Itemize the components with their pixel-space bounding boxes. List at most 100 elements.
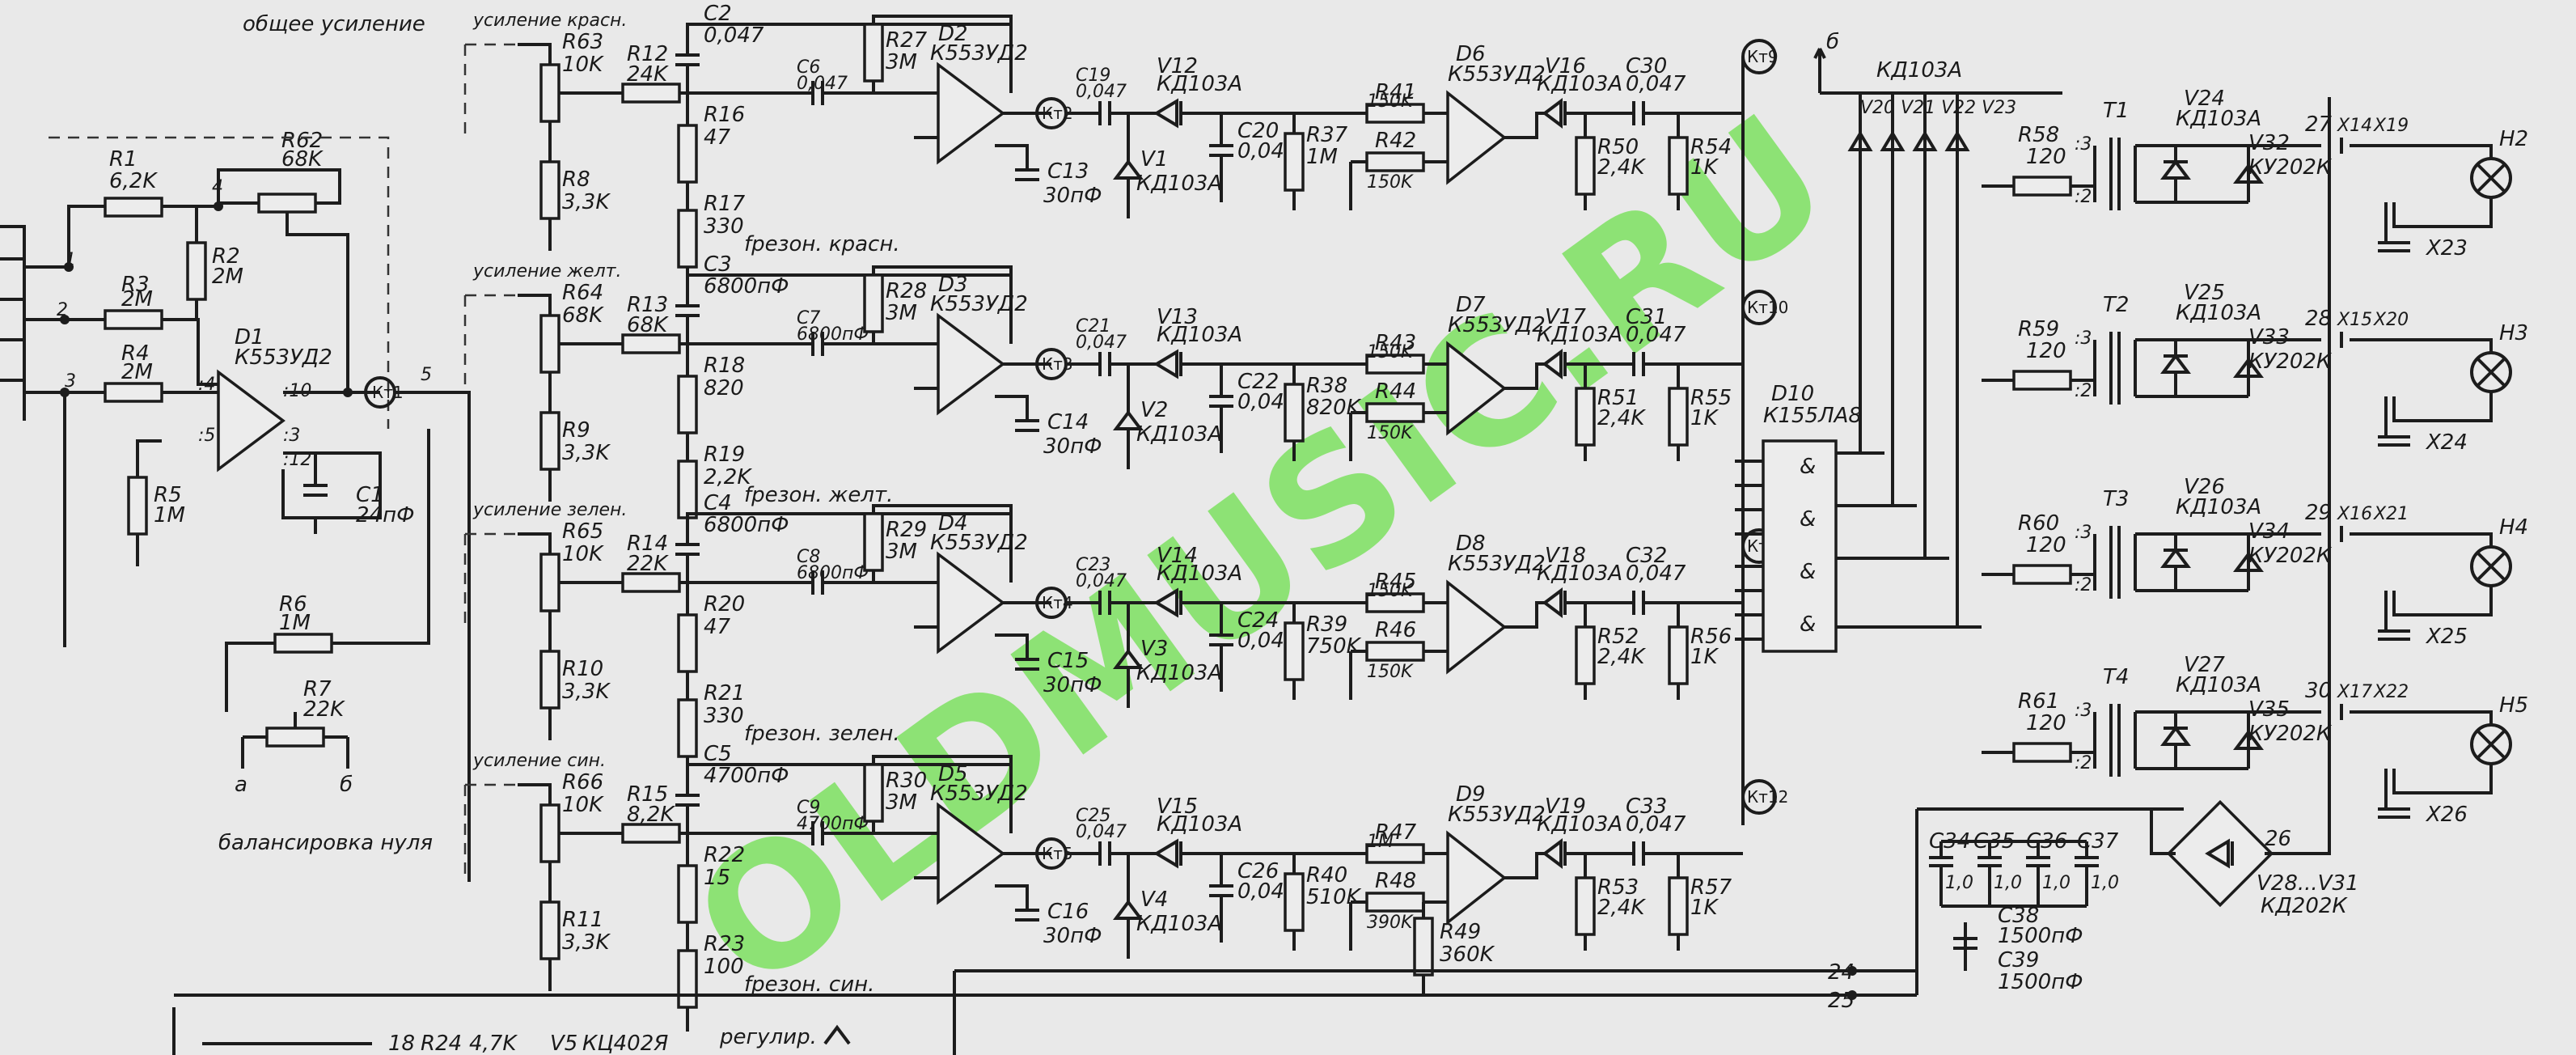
ri-value: 150K [1367,342,1414,362]
logic-stage: D10 К155ЛА8 & & & & КД103А V20 V21 V22 V… [1735,30,2062,825]
xc-label: X25 [2425,625,2468,649]
vd1-type: КД103А [1157,323,1242,347]
channel-2: усиление желт.R6468KR93,3KR1368KC36800пФ… [463,252,1788,542]
vd1-ref: V14 [1157,544,1198,568]
kto-label: Кт9 [1747,47,1779,66]
c35-value: 1,0 [1994,873,2022,893]
rs-value: 68K [627,313,669,337]
ca-ref: C19 [1076,66,1110,86]
rl-value: 750K [1306,634,1362,659]
r4-value: 2M [121,360,153,384]
c36-value: 1,0 [2042,873,2071,893]
res-R51 [1575,387,1596,447]
wire [518,294,599,388]
rb-value: 3,3K [562,930,611,955]
res-R15 [621,823,681,844]
rf2-ref: R17 [704,192,746,216]
ct-value: 30пФ [1043,184,1102,208]
wire [801,81,906,105]
rb-ref: R11 [562,908,603,932]
pin3: :3 [2075,134,2092,155]
ct-ref: C14 [1047,410,1089,434]
gain-label: усиление син. [472,751,606,771]
res-R18 [677,375,698,434]
pot-ref: R64 [562,281,603,305]
res-R8 [539,160,560,220]
vo-type: КД103А [1537,72,1622,96]
res-R9 [539,411,560,471]
wire [2160,534,2191,591]
wire [2378,769,2410,819]
x2-label: X22 [2373,682,2409,702]
res-R20 [677,613,698,673]
res-R12 [621,83,681,104]
svg-text::3: :3 [283,426,300,446]
x2-label: X20 [2373,310,2409,330]
lamp-label: H4 [2499,515,2528,540]
ca-ref: C21 [1076,316,1110,337]
rf1-value: 15 [704,866,730,890]
r-value: 120 [2026,711,2066,735]
wire [1504,362,1545,390]
ct-value: 30пФ [1043,924,1102,948]
rl-value: 510K [1306,885,1362,909]
input-stage: 1 2 3 R1 6,2K R2 2M 4 R3 2M R4 2M R62 68… [0,12,471,882]
out-b-label: б [340,773,353,797]
svg-text:&: & [1800,612,1816,637]
rfb-ref: R28 [886,279,927,303]
r4-ref: R4 [121,341,150,366]
bridge-type: КД202К [2261,894,2348,918]
wire [2135,338,2264,398]
wire [1349,112,1448,210]
ro1-value: 2,4K [1597,896,1646,920]
wire [1066,591,1157,615]
r2-ref: R2 [212,244,240,269]
th-type: КУ202К [2248,722,2333,746]
ro1-ref: R52 [1597,625,1639,649]
rj-value: 150K [1367,662,1414,682]
rs-ref: R15 [627,782,668,807]
bridge-ref: V28...V31 [2257,871,2359,896]
ri-value: 150K [1367,581,1414,601]
res-R55 [1668,387,1689,447]
opamp-D3 [937,312,1005,416]
wire [2093,332,2137,405]
wire [1209,854,1233,943]
wire [1349,601,1448,700]
rfb-ref: R30 [886,769,927,793]
ro2-ref: R57 [1690,875,1732,900]
opamp-D5 [937,802,1005,905]
c38-value: 1500пФ [1998,924,2083,948]
rj-ref: R42 [1375,129,1416,153]
svg-text:&: & [1800,455,1816,479]
d10-type: К155ЛА8 [1763,404,1862,428]
rs-value: 8,2K [627,803,675,827]
cf-ref: C24 [1237,608,1279,633]
wire [1113,364,1144,469]
vo-ref: V19 [1545,794,1586,819]
res-R39 [1284,621,1305,681]
c38-ref: C38 [1998,904,2039,928]
lamp-label: H2 [2499,127,2528,151]
vd2-ref: V3 [1140,637,1168,661]
power-stage: C34 C35 C36 C37 1,0 1,0 1,0 1,0 C38 1500… [172,97,2359,1055]
wire [872,504,1013,583]
r7-value: 22K [303,697,345,722]
kto-label: Кт12 [1747,787,1788,807]
wire [1542,349,1634,379]
opamp-D2 [937,61,1005,165]
t-ref: T1 [2103,99,2129,123]
rf1-ref: R20 [704,592,745,616]
vd2-ref: V4 [1140,888,1168,912]
rf2-ref: R23 [704,932,745,956]
res-R58 [2012,176,2072,197]
pin2: :2 [2075,575,2092,595]
r-value: 120 [2026,533,2066,557]
svg-text:б: б [1826,30,1839,54]
vd2-ref: V2 [1140,398,1168,422]
rfb-ref: R27 [886,28,928,53]
wire [1209,364,1233,453]
ro2-ref: R55 [1690,386,1732,410]
